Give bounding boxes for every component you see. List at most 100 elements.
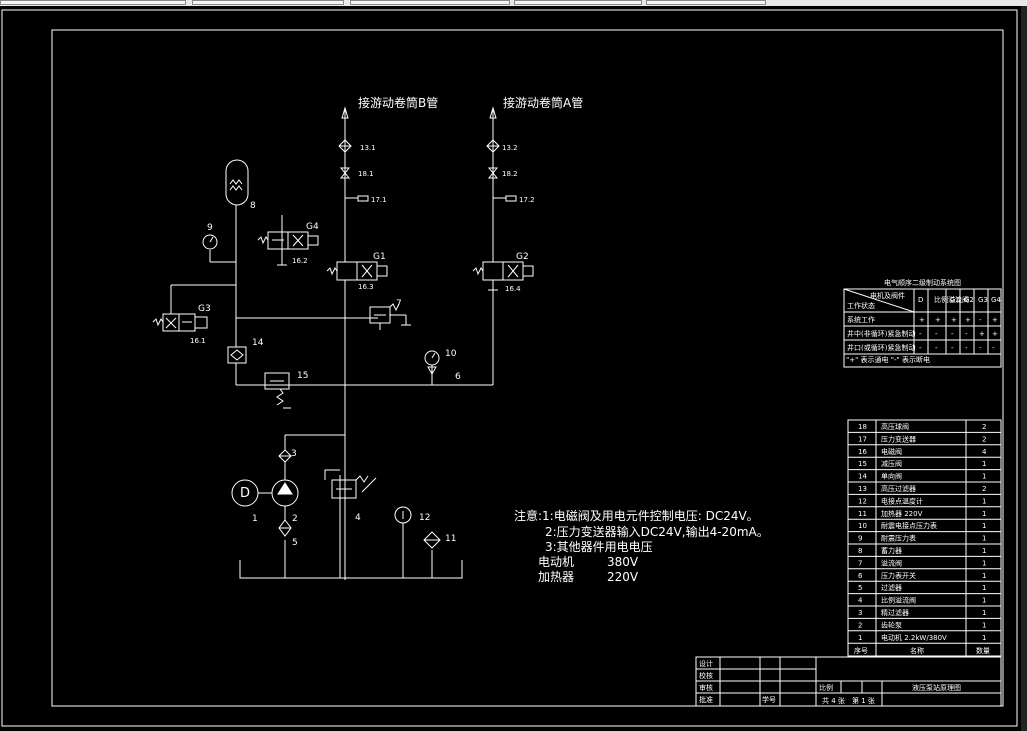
toolbar-field[interactable]	[646, 0, 766, 5]
bom-row-no: 3	[858, 609, 862, 617]
valve-g4-label: G4	[306, 222, 319, 232]
bom-row-name: 电接点温度计	[881, 496, 923, 505]
bom-row-qty: 1	[982, 473, 986, 481]
note-heater-volt: 220V	[607, 570, 639, 584]
ct-row-name: 井中(非循环)紧急制动	[847, 329, 915, 338]
bom-row-qty: 2	[982, 423, 986, 431]
title-block: 设计 校核 审核 批准 学号 比例 液压泵站原理图 共 4 张 第 1 张	[695, 656, 1002, 707]
bom-row-qty: 1	[982, 535, 986, 543]
num-14: 14	[252, 338, 264, 348]
ct-col-header: G2	[964, 296, 974, 304]
bom-row-name: 蓄力器	[881, 546, 902, 555]
ct-row-name: 井口(或循环)紧急制动	[847, 343, 915, 352]
code-16-4: 16.4	[505, 285, 521, 293]
code-18-2: 18.2	[502, 170, 518, 178]
bom-row-name: 电动机 2.2kW/380V	[881, 633, 947, 642]
tb-design: 设计	[699, 659, 713, 668]
bom-row-qty: 1	[982, 584, 986, 592]
ct-cell: +	[951, 316, 957, 324]
bom-row-no: 17	[858, 435, 867, 443]
hydraulic-schematic	[152, 106, 534, 580]
num-10: 10	[445, 349, 457, 359]
ct-cell: +	[919, 316, 925, 324]
num-11: 11	[445, 534, 456, 544]
bom-row-no: 12	[858, 497, 867, 505]
ct-row-name: 系统工作	[847, 315, 875, 324]
inner-frame	[51, 29, 1004, 707]
bom-row-name: 高压过滤器	[881, 484, 916, 493]
num-8: 8	[250, 201, 256, 211]
bom-row-qty: 1	[982, 510, 986, 518]
code-17-1: 17.1	[371, 196, 387, 204]
toolbar-field[interactable]	[350, 0, 510, 5]
bom-row-no: 10	[858, 522, 867, 530]
bom-row-qty: 1	[982, 572, 986, 580]
bom-row-no: 1	[858, 634, 862, 642]
toolbar-field[interactable]	[0, 0, 186, 5]
bom-row-name: 单向阀	[881, 472, 902, 481]
ct-cell: -	[965, 330, 968, 338]
tb-student-no: 学号	[762, 695, 776, 704]
ct-cell: +	[992, 316, 998, 324]
bom-row-qty: 1	[982, 547, 986, 555]
valve-g3-label: G3	[198, 304, 211, 314]
tb-sheets: 共 4 张	[822, 696, 845, 705]
control-table-title: 电气顺序二级制动系统图	[884, 278, 961, 287]
note-line-2: 2:压力变送器输入DC24V,输出4-20mA。	[545, 524, 769, 539]
toolbar-strip	[0, 0, 1027, 6]
code-13-1: 13.1	[360, 144, 376, 152]
bom-header-name: 名称	[910, 646, 924, 655]
bom-row-name: 精过滤器	[881, 608, 909, 617]
bom-row-name: 过滤器	[881, 583, 902, 592]
num-7: 7	[396, 299, 402, 309]
note-motor-label: 电动机	[538, 555, 574, 569]
ct-col-header: G4	[991, 296, 1001, 304]
bom-row-qty: 1	[982, 522, 986, 530]
bom-row-no: 5	[858, 584, 862, 592]
bom-row-qty: 1	[982, 497, 986, 505]
ct-cell: -	[951, 330, 954, 338]
note-line-3: 3:其他器件用电电压	[545, 540, 653, 554]
ct-header-bottom: 工作状态	[847, 301, 875, 310]
bom-row-no: 18	[858, 423, 867, 431]
bom-row-qty: 2	[982, 485, 986, 493]
code-16-1: 16.1	[190, 337, 206, 345]
toolbar-field[interactable]	[192, 0, 344, 5]
bom-row-no: 6	[858, 572, 863, 580]
code-18-1: 18.1	[358, 170, 374, 178]
bom-row-name: 比例溢流阀	[881, 596, 916, 605]
ct-cell: -	[919, 330, 922, 338]
num-12: 12	[419, 513, 430, 523]
toolbar-field[interactable]	[514, 0, 642, 5]
tb-review: 审核	[699, 683, 713, 692]
bom-row-name: 高压球阀	[881, 422, 909, 431]
bom-row-no: 14	[858, 473, 867, 481]
scrollbar[interactable]	[1021, 6, 1027, 731]
bom-header-qty: 数量	[976, 646, 990, 655]
num-9: 9	[207, 223, 213, 233]
num-15: 15	[297, 371, 308, 381]
bom-row-name: 加热器 220V	[881, 509, 923, 518]
tb-drawing-title: 液压泵站原理图	[912, 683, 961, 692]
motor-letter: D	[240, 486, 250, 501]
outer-frame	[1, 9, 1018, 727]
port-a-label: 接游动卷筒A管	[503, 95, 583, 110]
bom-row-qty: 1	[982, 460, 986, 468]
bom-header-seq: 序号	[854, 646, 868, 655]
num-5: 5	[292, 538, 298, 548]
tb-approve: 批准	[699, 695, 713, 704]
bom-row-no: 2	[858, 621, 862, 629]
bom-row-no: 7	[858, 559, 862, 567]
valve-g1-label: G1	[373, 252, 386, 262]
bom-row-qty: 1	[982, 621, 986, 629]
bom-row-no: 8	[858, 547, 862, 555]
ct-cell: -	[935, 344, 938, 352]
note-heater-label: 加热器	[538, 570, 574, 584]
notes: 注意:1:电磁阀及用电元件控制电压: DC24V。 2:压力变送器输入DC24V…	[514, 508, 769, 584]
note-line-1: 注意:1:电磁阀及用电元件控制电压: DC24V。	[514, 508, 759, 523]
code-13-2: 13.2	[502, 144, 518, 152]
bom-row-qty: 4	[982, 448, 987, 456]
